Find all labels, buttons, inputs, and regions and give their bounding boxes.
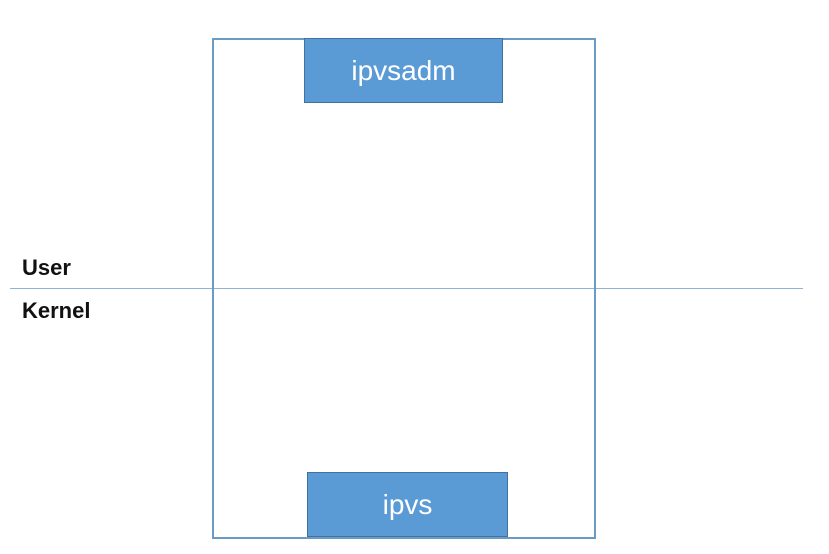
system-frame [212,38,596,539]
user-kernel-boundary-line [10,288,803,289]
user-space-label: User [22,255,71,280]
ipvsadm-label: ipvsadm [351,54,456,86]
ipvs-box: ipvs [307,472,508,537]
kernel-space-label: Kernel [22,298,91,323]
ipvs-label: ipvs [382,488,433,520]
ipvsadm-box: ipvsadm [304,38,503,103]
